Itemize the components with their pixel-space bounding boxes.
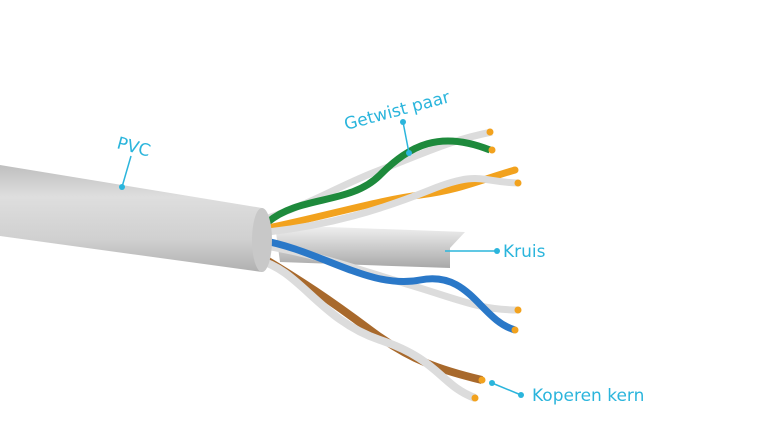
label-pvc: PVC: [115, 134, 153, 162]
label-copper-core: Koperen kern: [532, 386, 644, 406]
orange-twisted-pair: [267, 166, 522, 236]
twisted-pair-leader: [400, 119, 412, 156]
cross-leader: [445, 248, 500, 254]
brown-twisted-pair: [255, 251, 486, 402]
pvc-jacket: [0, 165, 272, 272]
pvc-leader: [119, 155, 132, 190]
label-cross: Kruis: [503, 242, 546, 262]
green-twisted-pair: [265, 128, 496, 225]
blue-twisted-pair: [259, 236, 522, 334]
copper-core-leader: [489, 380, 524, 398]
cross-separator: [275, 225, 465, 268]
label-twisted-pair: Getwist paar: [342, 87, 452, 134]
